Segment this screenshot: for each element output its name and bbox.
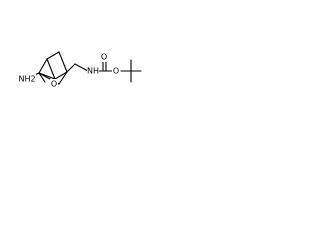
bond-ring-9	[58, 71, 68, 85]
bond-methylene-2	[74, 63, 89, 72]
carbonyl-oxygen-label: O	[101, 53, 107, 62]
bond-ring-7	[38, 72, 46, 83]
ester-oxygen-label: O	[113, 67, 119, 76]
amine-label: NH2	[18, 75, 35, 84]
bond-ring-3	[54, 71, 68, 80]
ring-oxygen-label: O	[51, 80, 57, 89]
bond-ring-2	[58, 51, 68, 73]
bond-ring-5	[38, 58, 48, 74]
bond-ring-1	[46, 51, 60, 60]
chemical-structure: NH2 O NH O O	[18, 51, 142, 89]
bond-ring-4	[46, 58, 56, 80]
carbamate-nitrogen-label: NH	[87, 67, 99, 76]
bond-methylene-1	[66, 63, 76, 73]
